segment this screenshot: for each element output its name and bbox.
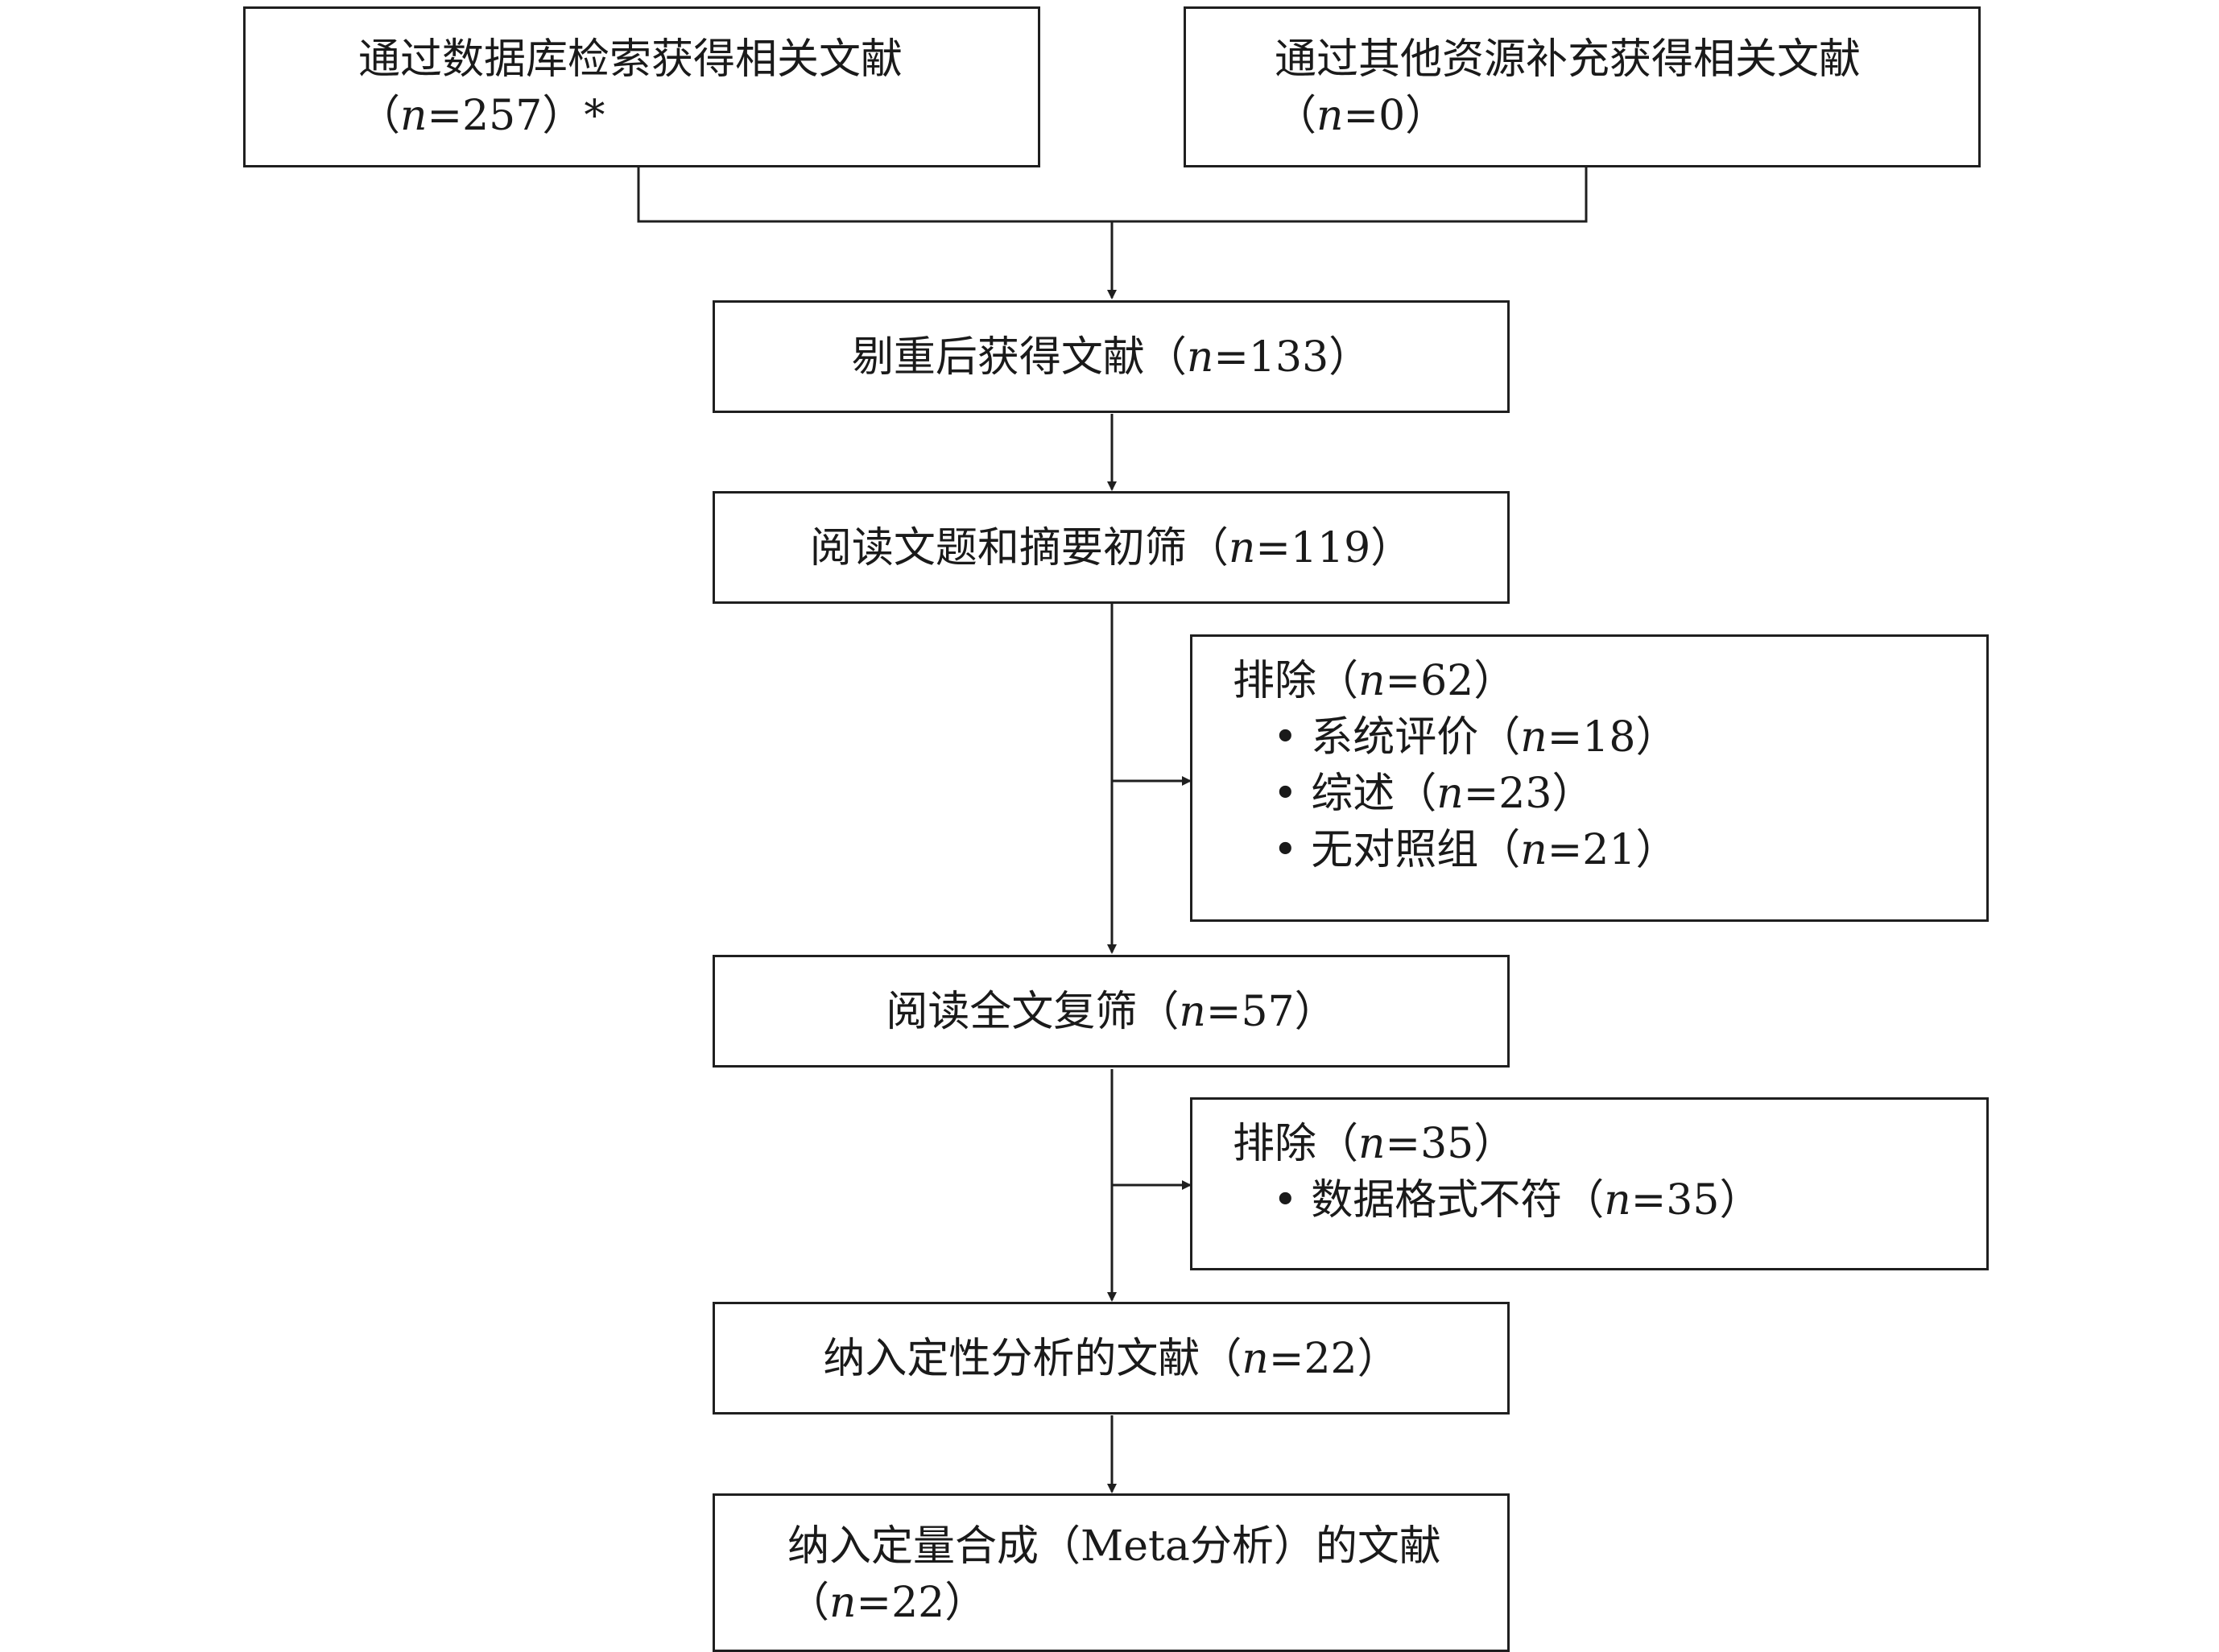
box-title-abstract-screening: 阅读文题和摘要初筛（n=119） xyxy=(713,491,1510,604)
quantitative-line1: 纳入定量合成（Meta分析）的文献 xyxy=(787,1522,1441,1571)
exclusion-1-item-no-control: • 无对照组（n=21） xyxy=(1273,826,1678,874)
box-quantitative-synthesis: 纳入定量合成（Meta分析）的文献 （n=22） xyxy=(713,1493,1510,1652)
box-other-sources: 通过其他资源补充获得相关文献 （n=0） xyxy=(1184,6,1981,167)
exclusion-1-item-review: • 综述（n=23） xyxy=(1273,770,1594,818)
box-after-dedup: 剔重后获得文献（n=133） xyxy=(713,300,1510,413)
merge-connector xyxy=(637,167,1588,223)
box-exclusion-1: 排除（n=62） • 系统评价（n=18） • 综述（n=23） • 无对照组（… xyxy=(1190,634,1989,922)
exclusion-2-title: 排除（n=35） xyxy=(1233,1120,1516,1168)
box-exclusion-2: 排除（n=35） • 数据格式不符（n=35） xyxy=(1190,1097,1989,1270)
db-search-line1: 通过数据库检索获得相关文献 xyxy=(358,35,903,84)
exclusion-2-item-data-format: • 数据格式不符（n=35） xyxy=(1273,1176,1762,1225)
quantitative-line2: （n=22） xyxy=(787,1579,987,1627)
box-fulltext-screening: 阅读全文复筛（n=57） xyxy=(713,955,1510,1068)
db-search-line2: （n=257）* xyxy=(358,92,605,140)
box-database-search: 通过数据库检索获得相关文献 （n=257）* xyxy=(243,6,1040,167)
other-sources-line1: 通过其他资源补充获得相关文献 xyxy=(1275,35,1862,84)
box-qualitative-analysis: 纳入定性分析的文献（n=22） xyxy=(713,1302,1510,1415)
other-sources-line2: （n=0） xyxy=(1275,92,1448,140)
exclusion-1-title: 排除（n=62） xyxy=(1233,657,1516,705)
exclusion-1-item-systematic-review: • 系统评价（n=18） xyxy=(1273,713,1678,762)
